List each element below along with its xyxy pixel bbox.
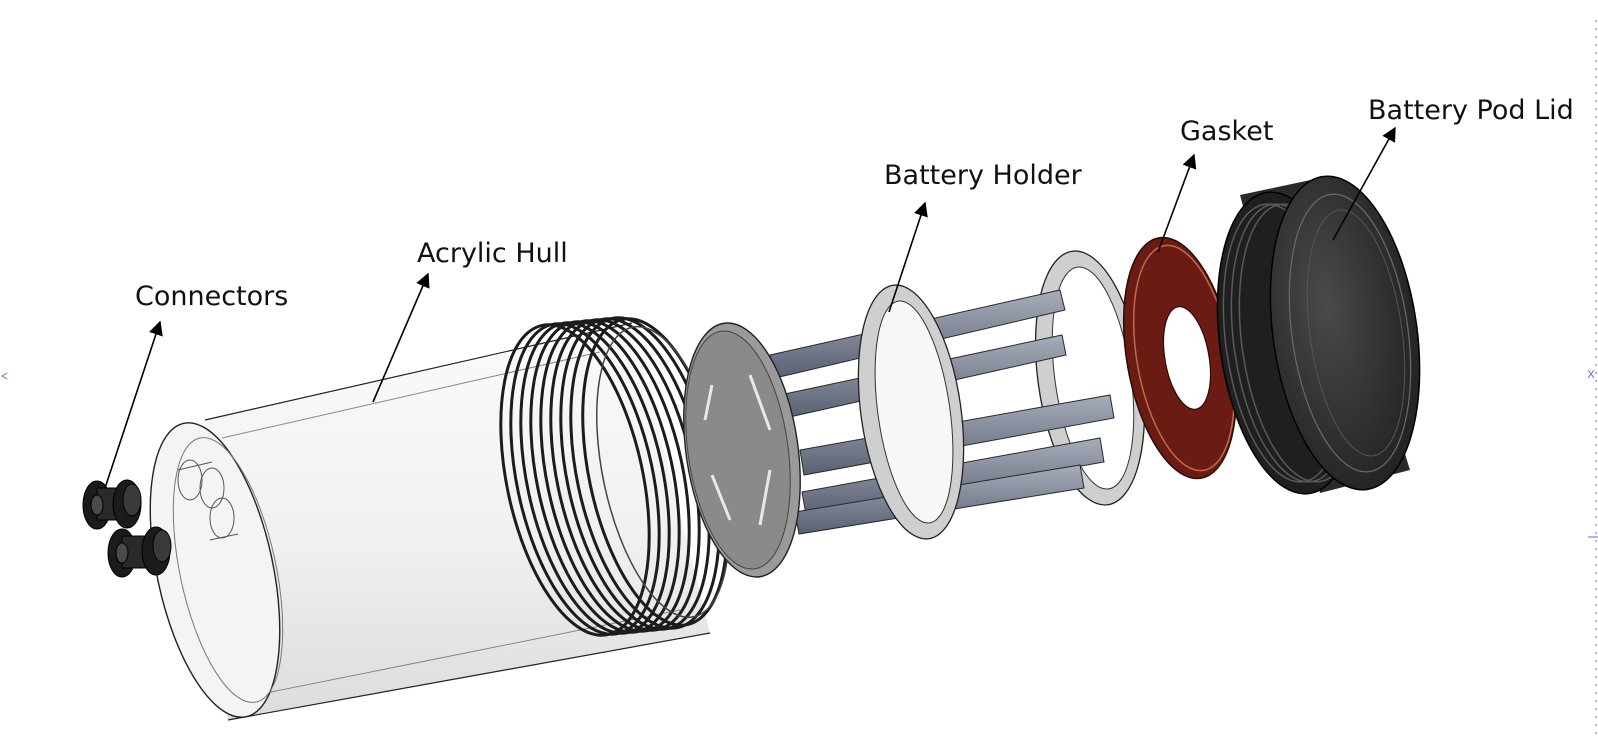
label-battery-holder: Battery Holder	[884, 160, 1082, 191]
label-connectors: Connectors	[135, 281, 289, 312]
arrow-hull	[372, 272, 430, 403]
label-battery-pod-lid: Battery Pod Lid	[1368, 95, 1574, 126]
front-plate-slots	[703, 374, 772, 526]
connector-lower	[107, 526, 172, 578]
battery-holder	[683, 250, 1146, 578]
connector-bores	[177, 459, 239, 541]
viewport-guide-marks	[1, 20, 1598, 740]
label-acrylic-hull: Acrylic Hull	[417, 238, 568, 269]
arrow-lid	[1332, 126, 1396, 241]
label-gasket: Gasket	[1180, 116, 1274, 147]
connector-upper	[82, 479, 142, 530]
battery-pod-lid	[1216, 175, 1421, 495]
arrow-holder	[888, 201, 928, 313]
gasket	[1122, 236, 1238, 480]
connectors	[82, 479, 172, 578]
callout-arrows	[104, 126, 1396, 489]
arrow-connectors	[104, 320, 163, 489]
arrow-gasket	[1157, 153, 1197, 253]
